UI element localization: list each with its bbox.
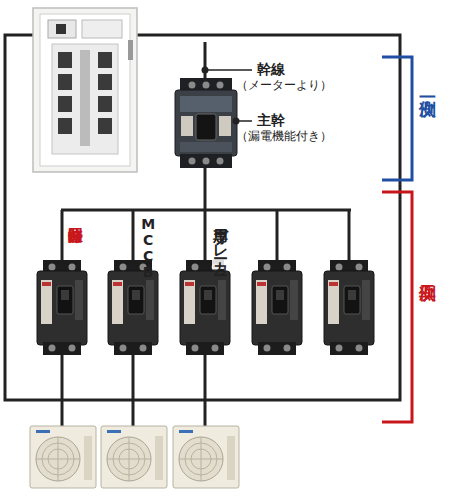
distribution-panel: [98, 74, 112, 90]
wiring: [204, 355, 207, 428]
wiring: [276, 210, 279, 262]
distribution-panel: [58, 96, 72, 112]
main-breaker: [189, 82, 196, 89]
distribution-panel: [98, 52, 112, 68]
distribution-panel: [58, 118, 72, 134]
distribution-panel: [56, 24, 66, 34]
wiring: [61, 210, 64, 262]
wire-note: （メーターより）: [236, 79, 332, 93]
main-breaker: [203, 158, 210, 165]
main-breaker: [217, 82, 224, 89]
branch-breaker: [180, 260, 230, 355]
distribution-panel: [33, 8, 137, 172]
frame-wire: [5, 35, 400, 400]
main-breaker: [175, 90, 237, 156]
distribution-panel: [82, 20, 122, 38]
leader-line: [205, 69, 252, 71]
wiring: [132, 355, 135, 428]
breaker-note: （漏電機能付き）: [236, 130, 332, 144]
ac-outdoor-unit: [101, 426, 167, 488]
distribution-panel: [128, 40, 133, 60]
distribution-panel: [80, 50, 90, 146]
distribution-panel: [98, 96, 112, 112]
wiring: [204, 210, 207, 262]
secondary-bracket: [382, 192, 412, 422]
branch-breaker: [37, 260, 87, 355]
breaker-type-label: 専用ブレーカー: [212, 216, 229, 269]
main-breaker: [181, 116, 193, 136]
wiring: [204, 42, 207, 80]
distribution-panel: [48, 20, 76, 38]
main-breaker: [180, 142, 232, 152]
branch-breaker: [252, 260, 302, 355]
distribution-panel: [33, 8, 137, 172]
main-breaker: [217, 158, 224, 165]
leader-dot: [233, 118, 240, 125]
distribution-panel: [98, 118, 112, 134]
main-breaker: [180, 154, 232, 168]
distribution-panel: [58, 74, 72, 90]
distribution-panel: [40, 14, 130, 166]
main-breaker: [203, 82, 210, 89]
main-breaker: [219, 116, 231, 136]
wiring: [132, 210, 135, 262]
main-breaker: [189, 158, 196, 165]
main-breaker: [180, 96, 232, 112]
leader-dot: [202, 67, 209, 74]
wiring: [348, 210, 351, 262]
breaker-type-label: MCCB: [140, 216, 156, 280]
wiring: [61, 355, 64, 428]
main-breaker: [175, 78, 237, 168]
branch-breaker: [324, 260, 374, 355]
ac-outdoor-unit: [30, 426, 96, 488]
wire-label: 幹線: [257, 61, 285, 77]
main-breaker: [196, 114, 216, 140]
primary-bracket: [382, 57, 412, 180]
breaker-label: 主幹: [257, 112, 285, 128]
wiring: [204, 168, 207, 210]
leader-dot: [202, 67, 240, 125]
ac-outdoor-unit: [173, 426, 239, 488]
distribution-panel: [52, 44, 118, 154]
leader-line: [205, 70, 252, 121]
distribution-panel: [58, 52, 72, 68]
wiring: [61, 42, 351, 428]
